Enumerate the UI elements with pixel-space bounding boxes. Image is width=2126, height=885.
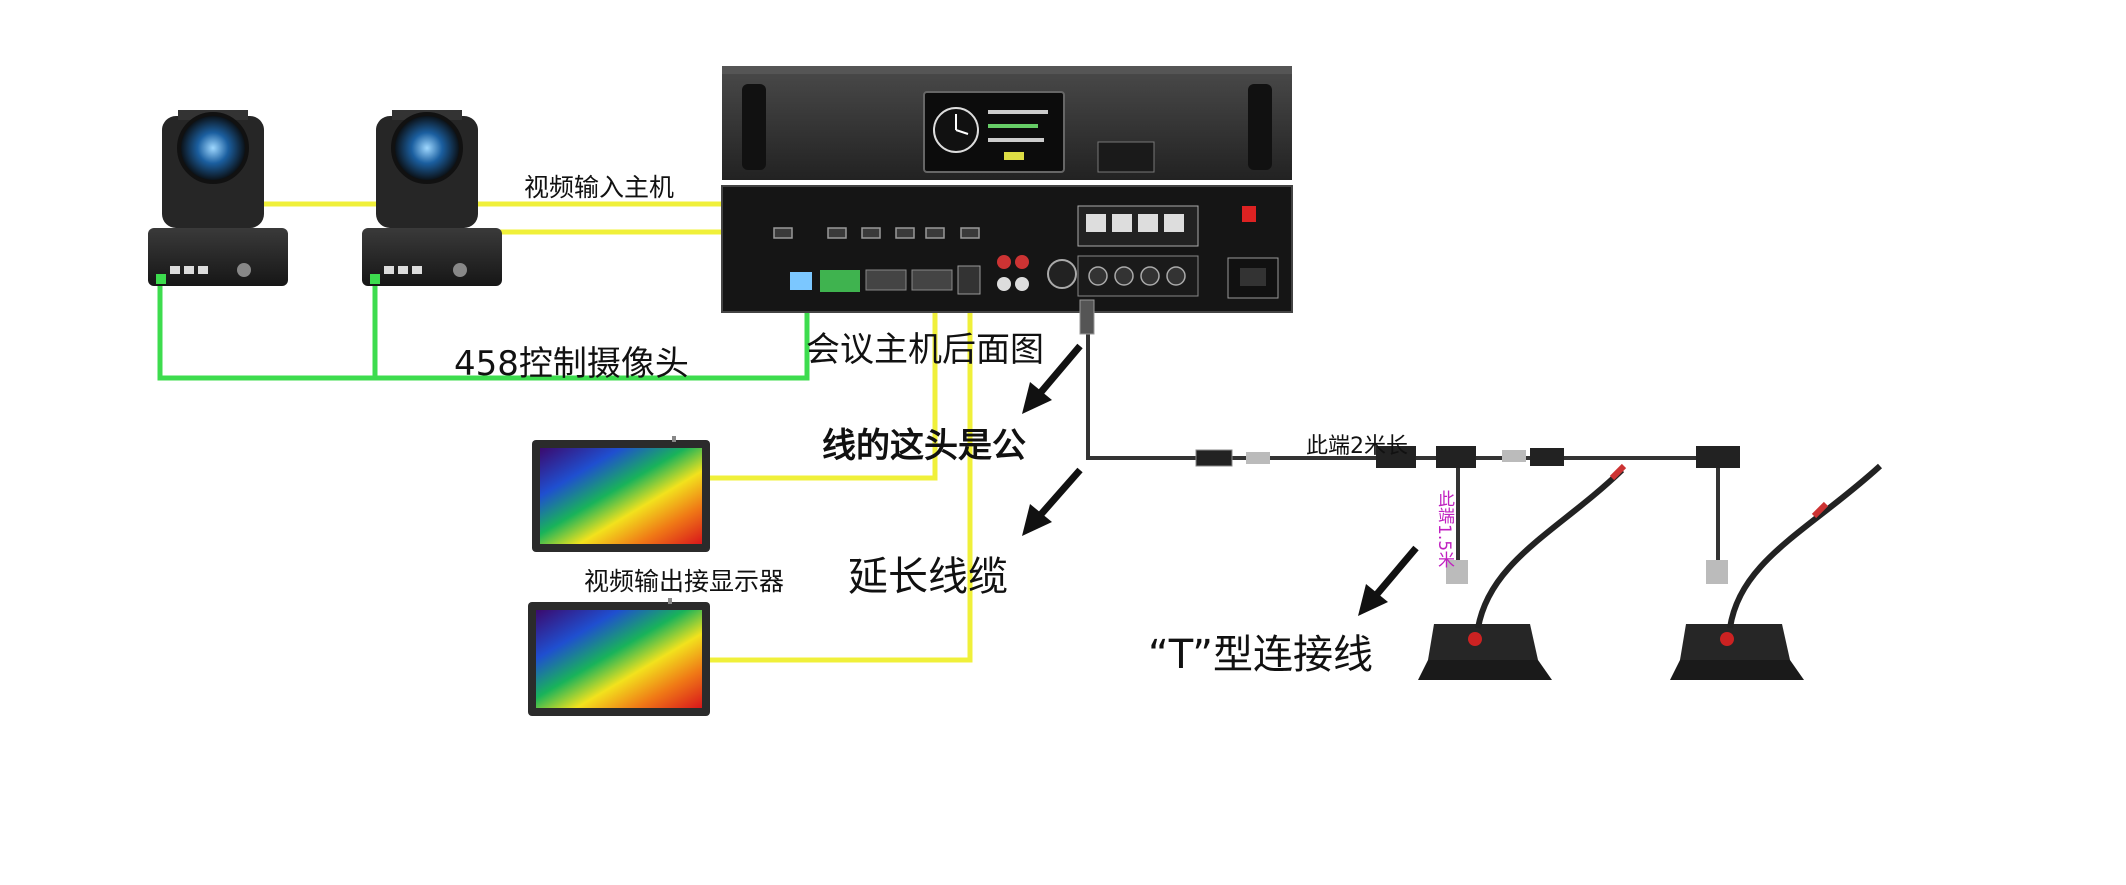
ptz-camera-2	[362, 110, 502, 286]
male-end-label: 线的这头是公	[822, 426, 1026, 466]
conference-host-rear	[721, 185, 1293, 335]
host-rear-label: 会议主机后面图	[806, 330, 1044, 370]
microphone-1	[1418, 463, 1627, 680]
conference-host-front	[722, 66, 1292, 180]
arrow-icon	[1022, 343, 1083, 414]
arrow-icon	[1022, 467, 1083, 536]
microphone-2	[1670, 463, 1883, 680]
end-2m-label: 此端2米长	[1306, 434, 1408, 459]
extension-cable-label: 延长线缆	[848, 554, 1008, 600]
monitor-1	[532, 436, 710, 552]
cable-connectors	[1195, 446, 1740, 584]
t-connector-label: “T”型连接线	[1148, 632, 1373, 678]
arrow-icon	[1358, 545, 1419, 616]
video-in-label: 视频输入主机	[524, 173, 675, 202]
monitor-2	[528, 598, 710, 716]
green-control-cable	[157, 278, 810, 381]
ptz-camera-1	[148, 110, 288, 286]
video-out-label: 视频输出接显示器	[584, 567, 785, 596]
end-1-5m-label: 此端1.5米	[1434, 490, 1454, 569]
rs485-control-label: 458控制摄像头	[454, 344, 689, 384]
